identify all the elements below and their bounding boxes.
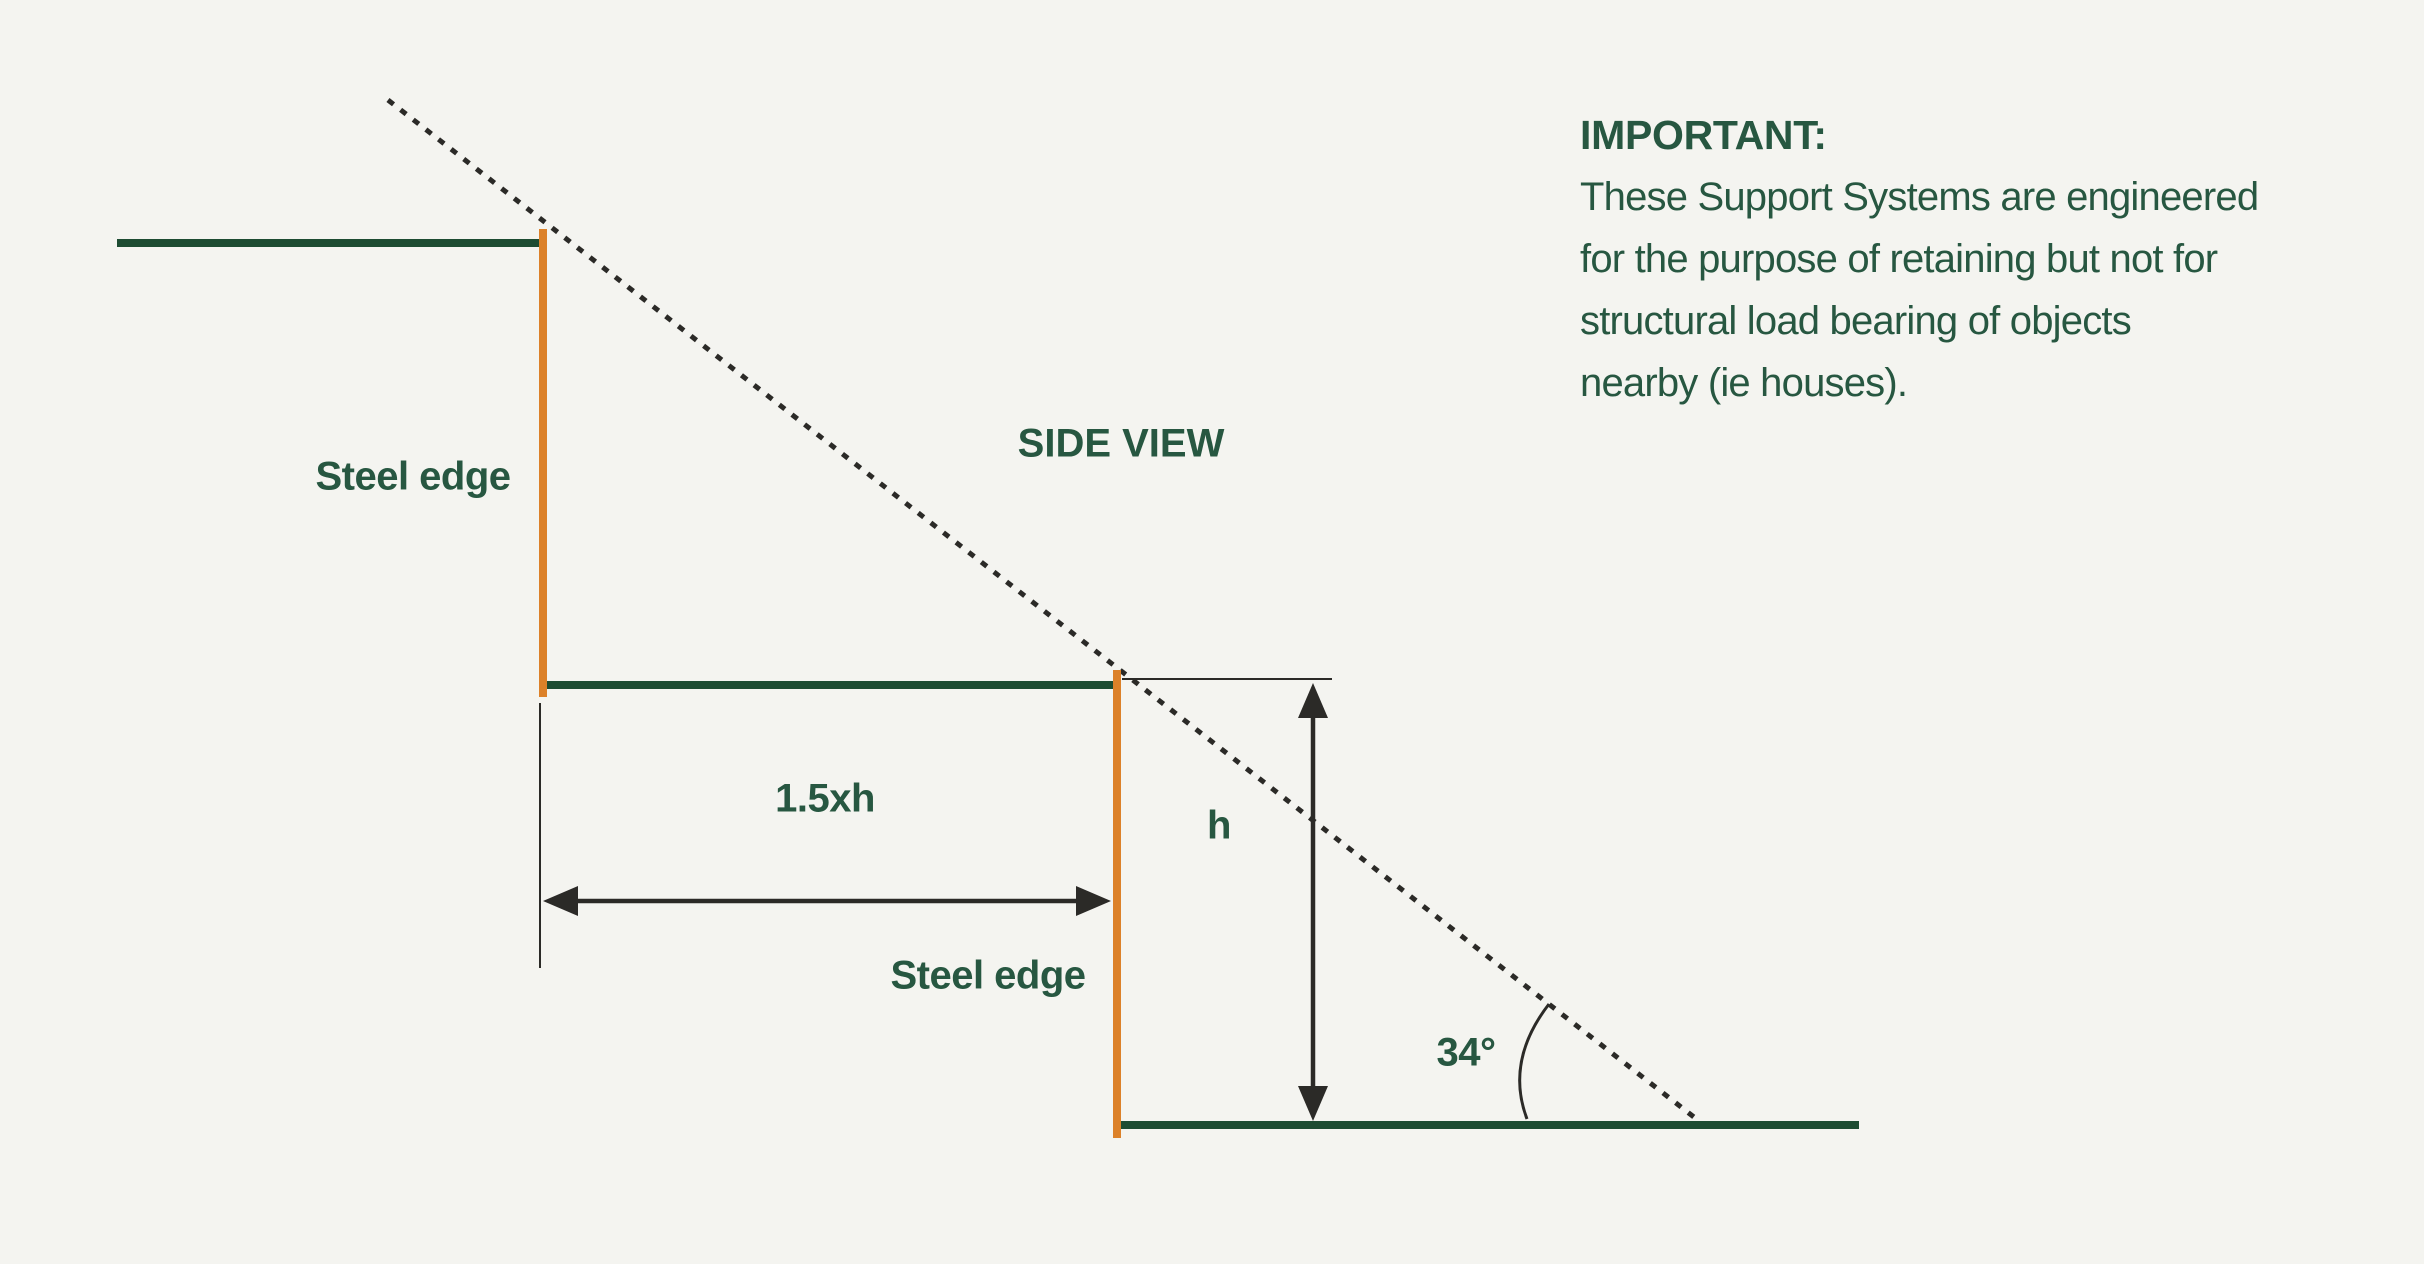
important-note-line: nearby (ie houses).: [1580, 361, 1908, 405]
height-dimension-arrow: [1298, 683, 1328, 1121]
height-dimension-label: h: [1207, 803, 1231, 848]
steel-edge-upper-label: Steel edge: [315, 454, 511, 499]
important-note: IMPORTANT: These Support Systems are eng…: [1580, 104, 2380, 414]
important-note-line: structural load bearing of objects: [1580, 299, 2132, 343]
width-arrow-left-head: [543, 886, 578, 916]
height-arrow-top-head: [1298, 683, 1328, 718]
side-view-title: SIDE VIEW: [1017, 421, 1225, 466]
width-dimension-label: 1.5xh: [775, 776, 875, 821]
important-note-line: for the purpose of retaining but not for: [1580, 237, 2218, 281]
width-dimension-arrow: [543, 886, 1111, 916]
angle-arc: [1518, 1003, 1551, 1120]
steel-edge-lower-label: Steel edge: [890, 953, 1086, 998]
important-note-heading: IMPORTANT:: [1580, 112, 1827, 158]
important-note-line: These Support Systems are engineered: [1580, 175, 2259, 219]
slope-dotted-line: [386, 98, 1701, 1123]
height-arrow-bottom-head: [1298, 1086, 1328, 1121]
slope-angle-label: 34°: [1436, 1030, 1497, 1075]
width-arrow-right-head: [1076, 886, 1111, 916]
